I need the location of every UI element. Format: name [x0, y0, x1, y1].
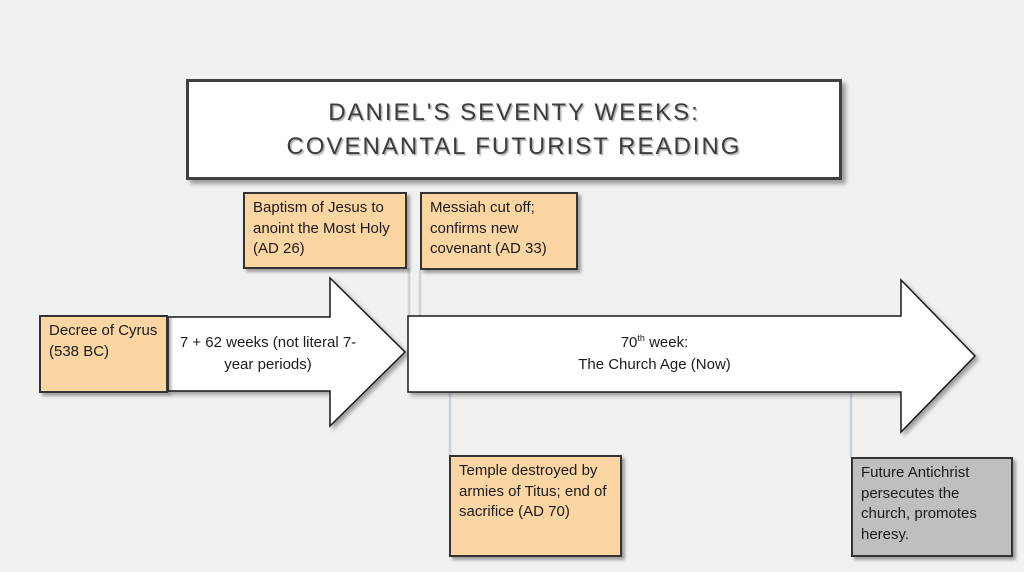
arrow2-week-text: week:: [644, 334, 689, 352]
callout-decree-of-cyrus: Decree of Cyrus (538 BC): [39, 315, 168, 393]
arrow2-label-line2: The Church Age (Now): [578, 356, 731, 373]
arrow1-label-text: 7 + 62 weeks (not literal 7-year periods…: [179, 334, 357, 373]
connector-lines: [407, 268, 853, 458]
callout-messiah: Messiah cut off; confirms new covenant (…: [420, 192, 578, 270]
callout-baptism: Baptism of Jesus to anoint the Most Holy…: [243, 192, 407, 269]
arrow2-ordinal-suffix: th: [637, 333, 645, 344]
title-line-1: DANIEL'S SEVENTY WEEKS:: [328, 99, 700, 127]
title-box: DANIEL'S SEVENTY WEEKS: COVENANTAL FUTUR…: [186, 79, 842, 180]
arrow2-label: 70th week: The Church Age (Now): [408, 316, 901, 392]
callout-temple-destroyed: Temple destroyed by armies of Titus; end…: [449, 455, 622, 557]
arrow2-label-line1: 70th week:: [621, 332, 689, 354]
arrow2-week-number: 70: [620, 334, 638, 352]
arrow1-label: 7 + 62 weeks (not literal 7-year periods…: [170, 317, 366, 391]
callout-future-antichrist: Future Antichrist persecutes the church,…: [851, 457, 1013, 557]
arrow-7-62-weeks: [167, 276, 407, 428]
title-line-2: COVENANTAL FUTURIST READING: [286, 132, 742, 160]
arrow-70th-week: [407, 278, 977, 434]
